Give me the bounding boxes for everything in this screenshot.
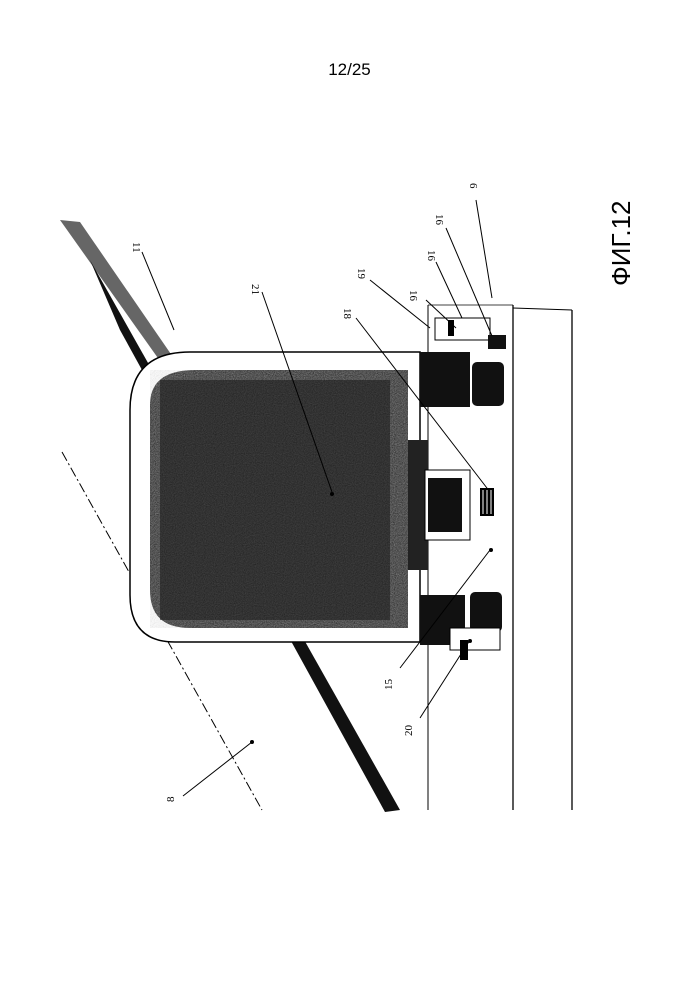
ref-label-6: 6	[467, 183, 479, 189]
ref-label-21: 21	[249, 284, 261, 295]
ref-label-18: 18	[341, 308, 353, 320]
ref-label-16c: 16	[433, 214, 445, 226]
ref-label-8: 8	[165, 796, 177, 802]
ground-top	[513, 308, 572, 310]
hub-dark	[428, 478, 462, 532]
body-shade	[160, 380, 390, 620]
ref-label-16a: 16	[407, 290, 419, 302]
wheel-left	[470, 592, 502, 632]
ref-label-15: 15	[383, 679, 395, 691]
wheel-right	[472, 362, 504, 406]
ref-label-19: 19	[355, 268, 367, 280]
bracket-right	[435, 318, 490, 340]
ref-label-11: 11	[130, 242, 142, 253]
ref-label-20: 20	[403, 725, 415, 737]
diagonal-rail	[60, 220, 175, 368]
wheel-block-right	[420, 352, 470, 407]
ref-label-16b: 16	[425, 250, 437, 262]
bracket-left	[450, 628, 500, 650]
